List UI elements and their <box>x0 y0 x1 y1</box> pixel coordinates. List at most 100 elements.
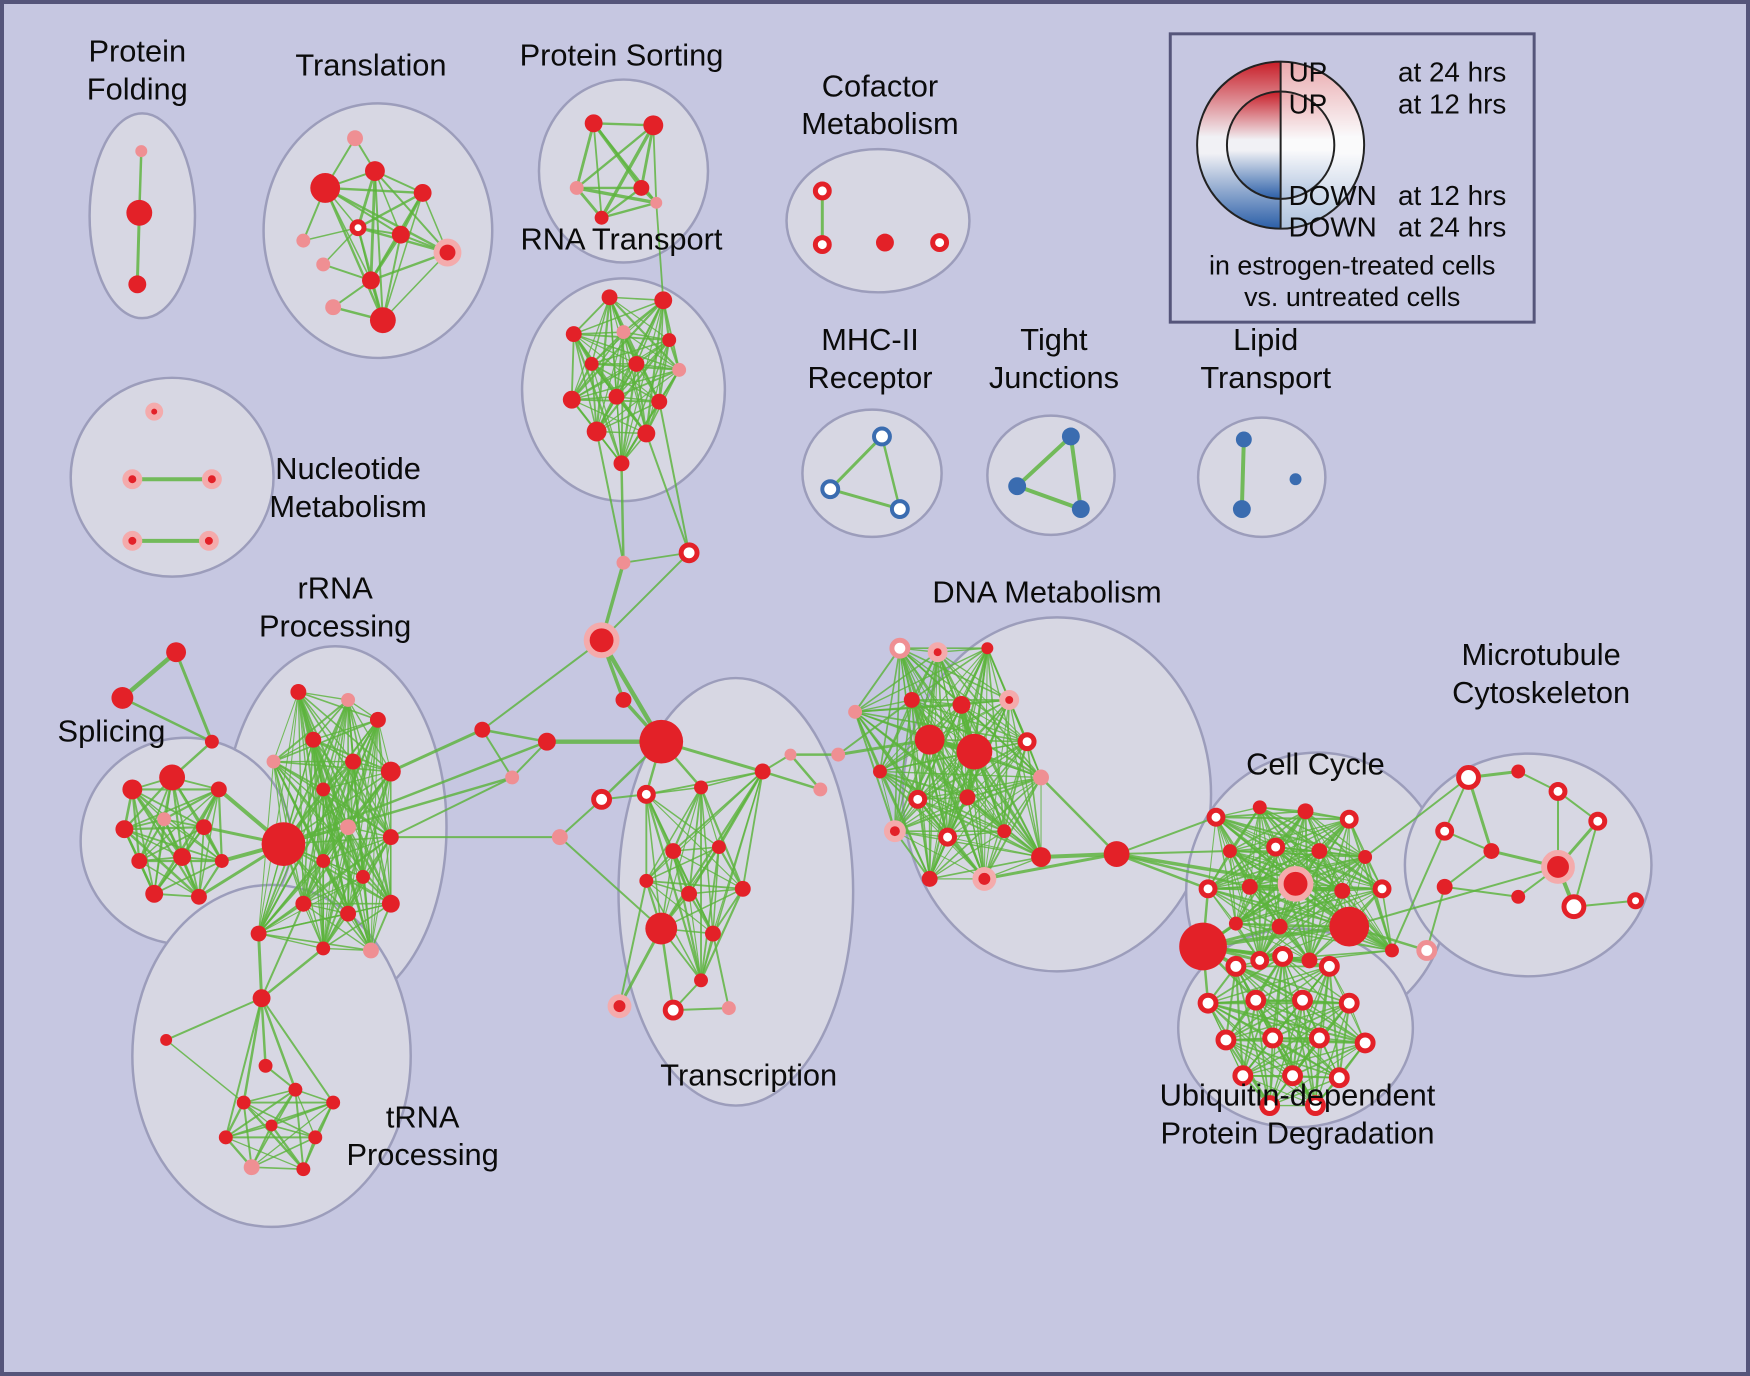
edge <box>282 843 372 952</box>
edge <box>599 123 655 220</box>
edge <box>1248 850 1321 888</box>
edge <box>257 902 305 935</box>
node-r-1 <box>126 199 153 226</box>
edge <box>382 192 424 321</box>
node-r-2 <box>128 275 147 294</box>
node-r-72 <box>345 753 362 770</box>
edge <box>1235 888 1383 925</box>
edge <box>699 887 744 982</box>
edge <box>590 331 625 365</box>
node-pr-122 <box>889 637 911 659</box>
edge <box>481 728 514 779</box>
edge <box>312 719 379 741</box>
node-r-118 <box>694 973 708 988</box>
node-r-82 <box>381 894 400 913</box>
edge <box>645 793 703 982</box>
edge <box>573 333 637 365</box>
edge <box>1390 830 1446 952</box>
node-r-150 <box>1358 850 1373 864</box>
cluster-label-rna-transport: RNA Transport <box>520 222 722 257</box>
cluster-label-ubiquitin-degradation: Protein Degradation <box>1161 1115 1435 1150</box>
edge <box>590 296 611 365</box>
node-r-79 <box>356 869 370 884</box>
edge <box>620 299 664 464</box>
node-p-32 <box>672 362 687 377</box>
node-r-141 <box>1031 847 1051 867</box>
node-r-35 <box>651 393 668 410</box>
edge <box>575 186 658 205</box>
edge <box>672 850 744 890</box>
cluster-trna-processing <box>131 883 412 1229</box>
edge <box>1269 965 1330 1107</box>
cluster-label-protein-folding: Protein <box>89 34 187 69</box>
cluster-label-lipid-transport: Transport <box>1200 360 1331 395</box>
edge <box>1003 776 1042 832</box>
edge <box>1235 923 1310 961</box>
edge <box>573 333 680 371</box>
edge <box>260 902 305 1000</box>
node-r-12 <box>362 271 380 290</box>
edge <box>257 932 372 952</box>
edge <box>937 651 1028 743</box>
node-r-16 <box>643 115 664 136</box>
node-rr-151 <box>1198 879 1218 899</box>
node-b-43 <box>1008 477 1027 496</box>
cluster-label-cofactor-metabolism: Cofactor <box>822 68 938 103</box>
cluster-label-mhc-ii-receptor: Receptor <box>808 360 933 395</box>
node-p-104 <box>505 770 520 785</box>
edge <box>131 788 156 895</box>
edge <box>481 639 603 731</box>
edge <box>1207 810 1307 890</box>
edge <box>123 828 223 862</box>
edge <box>163 818 223 862</box>
edge <box>879 770 1006 832</box>
edge <box>302 876 364 905</box>
node-rr-181 <box>1338 992 1360 1014</box>
node-rr-146 <box>1339 809 1359 829</box>
edge <box>1207 1002 1316 1107</box>
node-r-127 <box>952 695 971 714</box>
edge <box>1572 820 1599 908</box>
edge <box>618 879 648 1008</box>
edge <box>165 997 263 1041</box>
node-r-116 <box>645 912 678 945</box>
edge <box>854 699 913 713</box>
node-rr-105 <box>591 788 613 810</box>
edge <box>377 719 392 905</box>
edge <box>374 170 402 236</box>
edge <box>645 793 663 930</box>
edge <box>242 1101 305 1171</box>
cluster-mhc-ii-receptor <box>801 408 943 539</box>
edge <box>324 186 449 254</box>
edge <box>880 435 902 511</box>
edge <box>645 880 714 935</box>
edge <box>1348 865 1559 928</box>
edge <box>688 893 702 981</box>
edge <box>645 786 702 882</box>
node-r-29 <box>662 333 677 347</box>
node-r-4 <box>310 173 341 203</box>
node-rr-159 <box>1250 950 1270 970</box>
node-r-114 <box>681 885 698 902</box>
cluster-label-trna-processing: tRNA <box>386 1099 460 1134</box>
edge <box>322 788 350 915</box>
edge <box>608 296 664 302</box>
node-p-76 <box>340 819 357 836</box>
node-rr-137 <box>938 827 958 847</box>
edge <box>322 860 392 905</box>
node-r-78 <box>316 854 331 868</box>
node-rr-190 <box>1304 1095 1326 1116</box>
edge <box>929 647 989 741</box>
node-r-63 <box>173 848 191 866</box>
edge <box>592 122 655 127</box>
cluster-label-ubiquitin-degradation: Ubiquitin-dependent <box>1160 1078 1436 1113</box>
cluster-label-cofactor-metabolism: Metabolism <box>801 106 958 141</box>
node-r-18 <box>633 179 650 196</box>
edge <box>966 741 1028 798</box>
edge <box>272 718 379 763</box>
edge <box>1115 852 1252 889</box>
node-b-45 <box>1235 431 1252 448</box>
node-r-38 <box>613 455 630 472</box>
edge <box>1364 856 1393 952</box>
